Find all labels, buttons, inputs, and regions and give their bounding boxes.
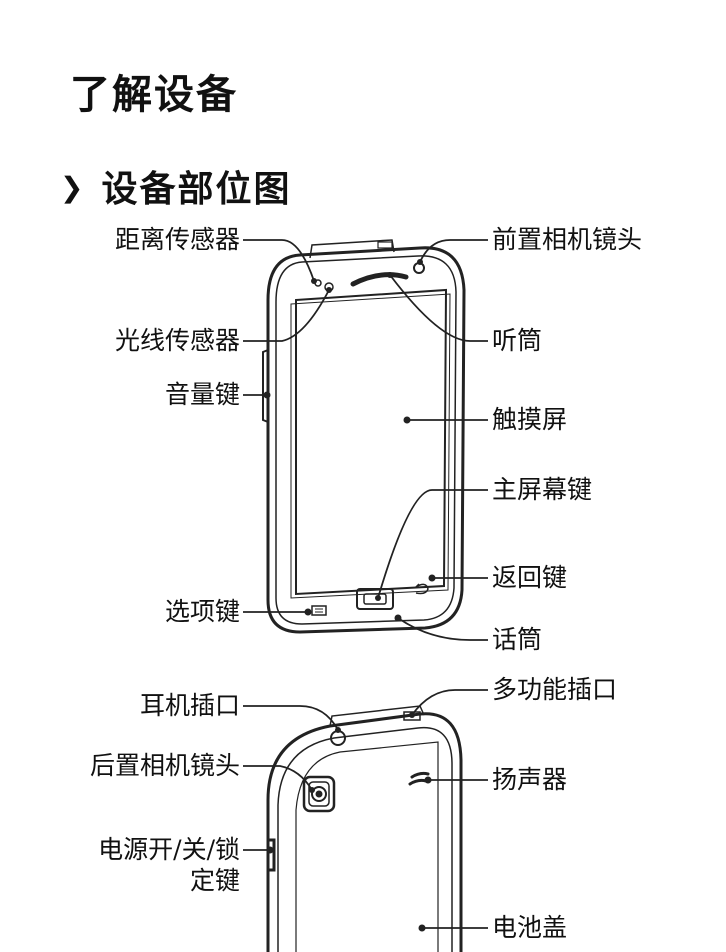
label-back-key: 返回键 — [492, 563, 568, 592]
chevron-right-icon: ❯ — [60, 170, 86, 204]
label-light-sensor: 光线传感器 — [114, 326, 240, 355]
label-microphone: 话筒 — [492, 625, 543, 654]
label-rear-camera: 后置相机镜头 — [89, 751, 240, 780]
label-proximity-sensor: 距离传感器 — [114, 225, 240, 254]
callout-dots — [263, 259, 436, 932]
label-volume-key: 音量键 — [164, 380, 240, 409]
label-headset-jack: 耳机插口 — [139, 691, 240, 720]
label-earpiece: 听筒 — [492, 326, 543, 355]
page-title: 了解设备 — [70, 72, 238, 118]
label-menu-key: 选项键 — [164, 597, 240, 626]
label-battery-cover: 电池盖 — [492, 913, 568, 942]
label-power-key-line1: 电源开/关/锁 — [98, 835, 240, 864]
callout-lines — [243, 239, 488, 929]
section-heading: ❯ 设备部位图 — [60, 160, 291, 212]
label-home-key: 主屏幕键 — [492, 475, 593, 504]
label-front-camera: 前置相机镜头 — [492, 225, 643, 254]
label-speaker: 扬声器 — [492, 765, 568, 794]
label-multipurpose-jack: 多功能插口 — [492, 675, 618, 704]
label-power-key-line2: 定键 — [189, 866, 240, 895]
front-phone-illustration — [262, 239, 466, 634]
label-touchscreen: 触摸屏 — [492, 405, 568, 434]
section-title: 设备部位图 — [101, 169, 292, 210]
back-phone-illustration — [266, 705, 463, 952]
